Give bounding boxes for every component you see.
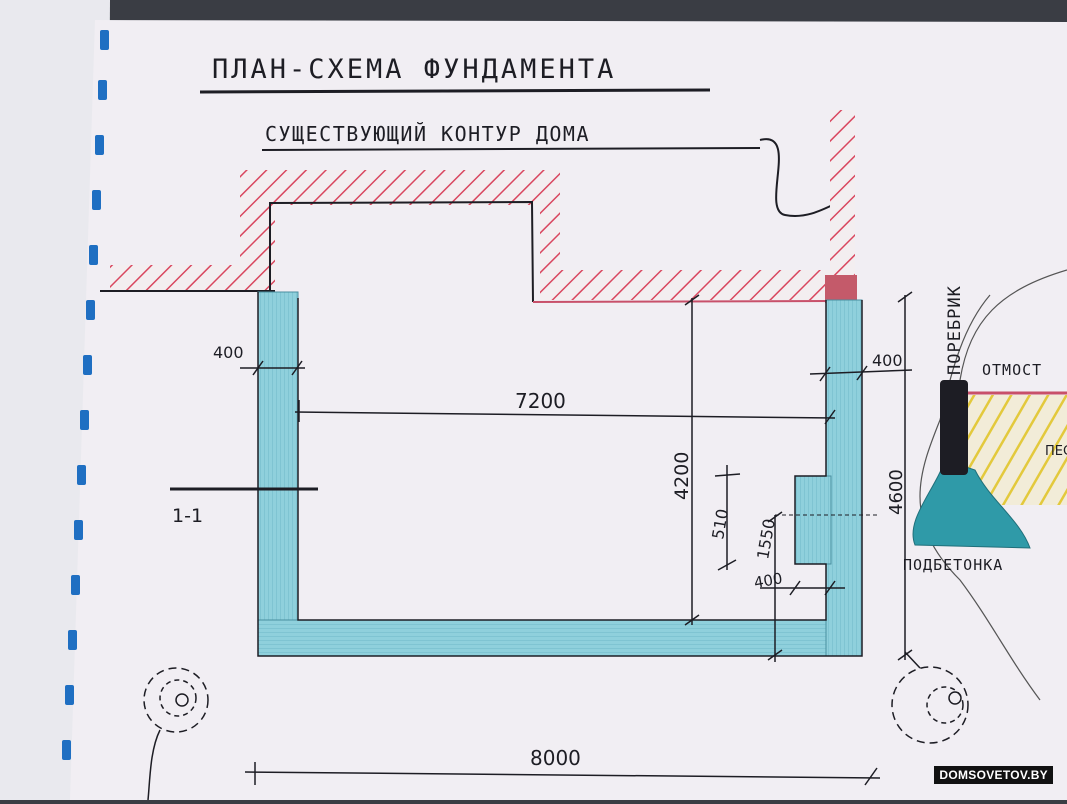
blind-area-label: ОТМОСТ — [982, 361, 1042, 379]
contour-leader-line — [759, 138, 849, 217]
foundation-strip — [257, 291, 863, 657]
dim-wall-right — [809, 365, 913, 382]
page-title: ПЛАН-СХЕМА ФУНДАМЕНТА — [212, 54, 616, 85]
dim-inner-height — [684, 294, 700, 626]
title-underline — [199, 88, 711, 94]
spiral-binding — [62, 30, 109, 760]
sand-label: ПЕС — [1045, 444, 1067, 459]
dim-wall-right-label: 400 — [872, 351, 903, 370]
site-contour-line — [919, 294, 1041, 701]
dim-outer-width — [244, 762, 881, 786]
site-contour-line-2 — [959, 269, 1067, 381]
sketch-page — [70, 20, 1067, 800]
dim-outer-height — [897, 291, 913, 661]
existing-house-contour — [100, 110, 857, 303]
dim-step-depth-label: 400 — [753, 569, 784, 592]
dim-outer-width-label: 8000 — [530, 746, 581, 770]
dim-wall-left — [240, 360, 305, 376]
tree-symbol-left — [143, 667, 209, 801]
curb-label: ПОРЕБРИК — [945, 285, 965, 375]
tree-symbol-right — [891, 651, 969, 744]
concrete-base — [912, 459, 1031, 549]
foundation-outer-outline — [257, 292, 863, 657]
dim-inner-width — [294, 400, 836, 425]
contour-label-underline — [261, 147, 761, 151]
dim-inner-width-label: 7200 — [515, 389, 566, 413]
watermark: DOMSOVETOV.BY — [934, 766, 1053, 784]
dim-step-height — [714, 465, 741, 571]
dim-outer-height-label: 4600 — [886, 469, 907, 515]
section-mark: 1-1 — [172, 505, 203, 527]
foundation-inner-outline — [297, 298, 827, 621]
dim-step-depth — [760, 580, 845, 596]
existing-contour-label: СУЩЕСТВУЮЩИЙ КОНТУР ДОМА — [265, 122, 590, 146]
curb-stone — [940, 380, 968, 475]
dim-inner-height-label: 4200 — [671, 452, 693, 500]
concrete-label: ПОДБЕТОНКА — [903, 556, 1003, 574]
dim-wall-left-label: 400 — [213, 343, 244, 362]
